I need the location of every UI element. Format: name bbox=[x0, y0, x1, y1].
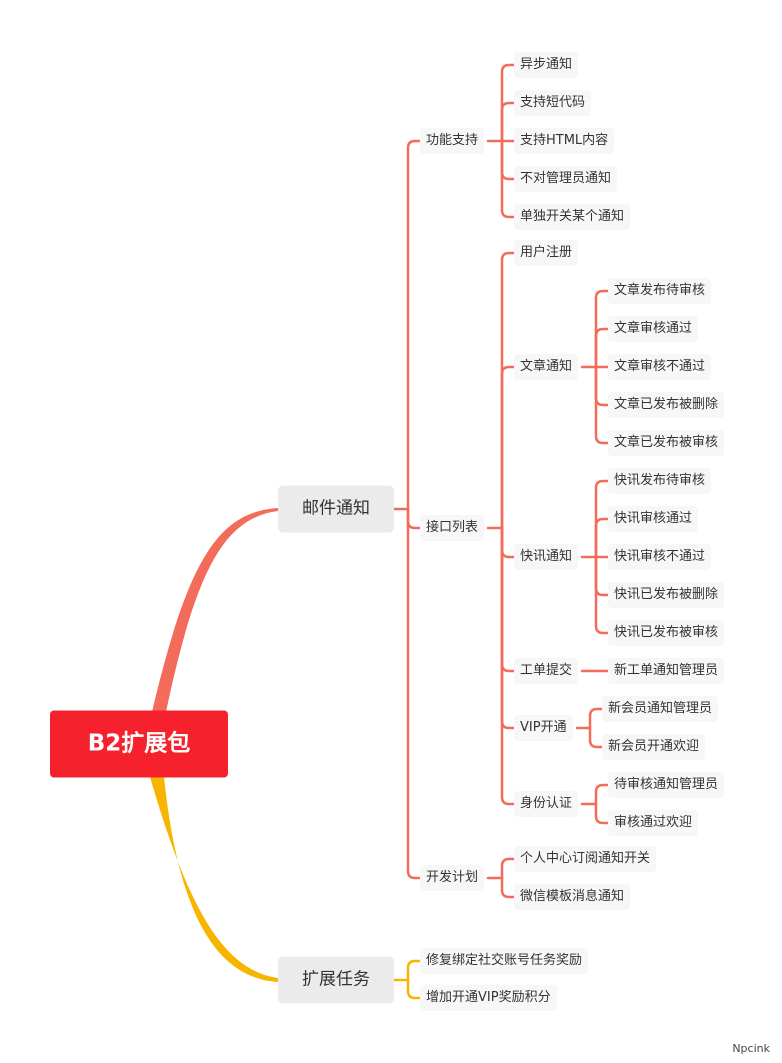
leaf-subscribe-toggle[interactable]: 个人中心订阅通知开关 bbox=[514, 846, 657, 872]
bracket-feature-support-link-0 bbox=[500, 63, 516, 143]
bracket-identity-link-0 bbox=[594, 783, 610, 806]
leaf-verify-admin[interactable]: 待审核通知管理员 bbox=[608, 772, 725, 798]
leaf-verify-welcome[interactable]: 审核通过欢迎 bbox=[608, 810, 699, 836]
leaf-vip-points[interactable]: 增加开通VIP奖励积分 bbox=[420, 985, 557, 1011]
node-feature-support[interactable]: 功能支持 bbox=[420, 128, 485, 154]
bracket-identity-link-1 bbox=[594, 802, 610, 825]
leaf-article-deleted[interactable]: 文章已发布被删除 bbox=[608, 392, 725, 418]
node-identity-verify[interactable]: 身份认证 bbox=[514, 791, 579, 817]
bracket-article-notify-link-1 bbox=[594, 327, 610, 369]
node-user-register[interactable]: 用户注册 bbox=[514, 240, 579, 266]
bracket-api-list-link-3 bbox=[500, 526, 516, 673]
leaf-shortcode[interactable]: 支持短代码 bbox=[514, 90, 592, 116]
bracket-api-list-link-2 bbox=[500, 526, 516, 559]
bracket-flash-notify-link-1 bbox=[594, 517, 610, 559]
node-api-list[interactable]: 接口列表 bbox=[420, 515, 485, 541]
branch-email-notification[interactable]: 邮件通知 bbox=[278, 485, 394, 533]
bracket-email-link-2 bbox=[406, 507, 422, 880]
bracket-feature-support-link-3 bbox=[500, 139, 516, 181]
leaf-vip-welcome[interactable]: 新会员开通欢迎 bbox=[602, 734, 706, 760]
leaf-article-reviewed[interactable]: 文章已发布被审核 bbox=[608, 430, 725, 456]
bracket-article-notify-link-4 bbox=[594, 365, 610, 445]
watermark: Npcink bbox=[732, 1042, 770, 1055]
bracket-feature-support-link-4 bbox=[500, 139, 516, 219]
bracket-article-notify-link-0 bbox=[594, 289, 610, 369]
branch-extension-tasks[interactable]: 扩展任务 bbox=[278, 956, 394, 1004]
leaf-wechat-template[interactable]: 微信模板消息通知 bbox=[514, 884, 631, 910]
bracket-feature-support-link-1 bbox=[500, 101, 516, 143]
bracket-api-list-link-5 bbox=[500, 526, 516, 806]
node-dev-plan[interactable]: 开发计划 bbox=[420, 865, 485, 891]
bracket-dev-plan-link-1 bbox=[500, 876, 516, 899]
bracket-flash-notify-link-0 bbox=[594, 479, 610, 559]
leaf-flash-reviewed[interactable]: 快讯已发布被审核 bbox=[608, 620, 725, 646]
leaf-article-pending[interactable]: 文章发布待审核 bbox=[608, 278, 712, 304]
node-vip-open[interactable]: VIP开通 bbox=[514, 715, 573, 741]
bracket-email-link-0 bbox=[406, 139, 422, 511]
branch-curve-tasks bbox=[150, 777, 278, 982]
bracket-dev-plan-link-0 bbox=[500, 857, 516, 880]
leaf-toggle-notify[interactable]: 单独开关某个通知 bbox=[514, 204, 631, 230]
bracket-tasks-link-1 bbox=[406, 978, 422, 1000]
bracket-vip-link-1 bbox=[588, 726, 604, 749]
leaf-ticket-admin[interactable]: 新工单通知管理员 bbox=[608, 658, 725, 684]
bracket-api-list-link-1 bbox=[500, 365, 516, 530]
root-node[interactable]: B2扩展包 bbox=[50, 710, 228, 778]
node-article-notify[interactable]: 文章通知 bbox=[514, 354, 579, 380]
leaf-flash-approved[interactable]: 快讯审核通过 bbox=[608, 506, 699, 532]
bracket-api-list-link-0 bbox=[500, 251, 516, 530]
node-flash-notify[interactable]: 快讯通知 bbox=[514, 544, 579, 570]
node-ticket-submit[interactable]: 工单提交 bbox=[514, 658, 579, 684]
bracket-vip-link-0 bbox=[588, 707, 604, 730]
bracket-email-link-1 bbox=[406, 507, 422, 530]
leaf-article-approved[interactable]: 文章审核通过 bbox=[608, 316, 699, 342]
bracket-article-notify-link-3 bbox=[594, 365, 610, 407]
bracket-flash-notify-link-4 bbox=[594, 555, 610, 635]
leaf-flash-deleted[interactable]: 快讯已发布被删除 bbox=[608, 582, 725, 608]
bracket-flash-notify-link-3 bbox=[594, 555, 610, 597]
bracket-tasks-link-0 bbox=[406, 959, 422, 982]
leaf-flash-pending[interactable]: 快讯发布待审核 bbox=[608, 468, 712, 494]
branch-curve-email bbox=[152, 508, 278, 712]
leaf-article-rejected[interactable]: 文章审核不通过 bbox=[608, 354, 712, 380]
leaf-vip-admin[interactable]: 新会员通知管理员 bbox=[602, 696, 719, 722]
leaf-flash-rejected[interactable]: 快讯审核不通过 bbox=[608, 544, 712, 570]
leaf-html-content[interactable]: 支持HTML内容 bbox=[514, 128, 615, 154]
leaf-no-admin-notify[interactable]: 不对管理员通知 bbox=[514, 166, 618, 192]
leaf-fix-social-task[interactable]: 修复绑定社交账号任务奖励 bbox=[420, 948, 589, 974]
leaf-async-notify[interactable]: 异步通知 bbox=[514, 52, 579, 78]
